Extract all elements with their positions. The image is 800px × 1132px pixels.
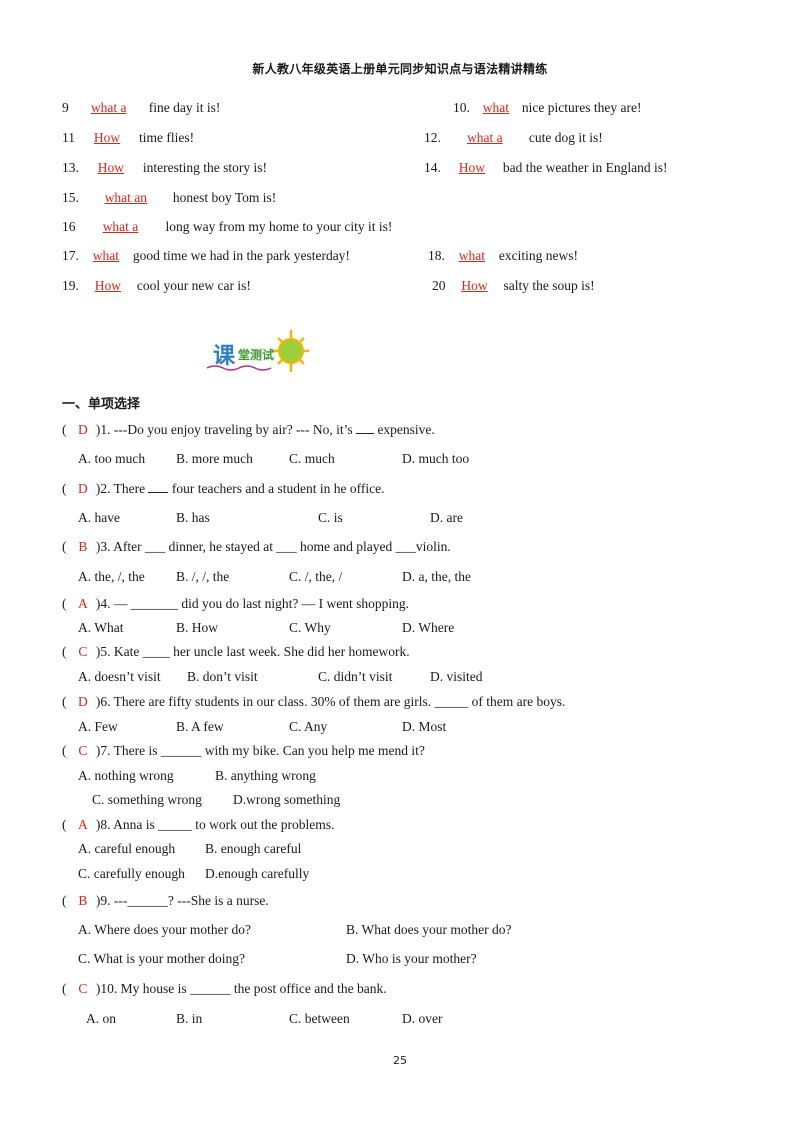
q8-option-b: B. enough careful <box>205 841 302 856</box>
q2-option-a: A. have <box>78 510 120 525</box>
question-2: ( D)2. There four teachers and a student… <box>62 481 385 496</box>
q4-option-a: A. What <box>78 620 124 635</box>
q9-option-d: D. Who is your mother? <box>346 951 477 966</box>
q1-option-a: A. too much <box>78 451 146 466</box>
q2-option-c: C. is <box>318 510 343 525</box>
answer-blank: How <box>97 160 124 175</box>
q10-option-b: B. in <box>176 1011 203 1026</box>
page-number: 25 <box>393 1054 407 1067</box>
answer-letter: A <box>78 596 88 611</box>
q10-option-d: D. over <box>402 1011 443 1026</box>
q3-option-c: C. /, the, / <box>289 569 343 584</box>
answer-letter: D <box>78 481 88 496</box>
classroom-test-logo: 课 堂测试 <box>205 328 315 374</box>
q6-option-b: B. A few <box>176 719 224 734</box>
q3-option-b: B. /, /, the <box>176 569 230 584</box>
q9-option-a: A. Where does your mother do? <box>78 922 251 937</box>
logo-text: 堂测试 <box>238 348 275 362</box>
q3-option-d: D. a, the, the <box>402 569 471 584</box>
section-title: 一、单项选择 <box>62 397 141 412</box>
q4-option-b: B. How <box>176 620 219 635</box>
q1-option-b: B. more much <box>176 451 253 466</box>
q7-option-a: A. nothing wrong <box>78 768 174 783</box>
q4-option-d: D. Where <box>402 620 455 635</box>
question-3: ( B)3. After ___ dinner, he stayed at __… <box>62 539 451 554</box>
q6-option-a: A. Few <box>78 719 118 734</box>
answer-blank: what <box>458 248 485 263</box>
answer-blank: what an <box>104 190 148 205</box>
q2-option-d: D. are <box>430 510 463 525</box>
answer-blank: what <box>92 248 119 263</box>
answer-letter: A <box>78 817 88 832</box>
answer-blank: what a <box>467 130 503 145</box>
q5-option-b: B. don’t visit <box>187 669 258 684</box>
answer-blank: How <box>461 278 488 293</box>
answer-letter: C <box>78 743 88 758</box>
q10-option-a: A. on <box>86 1011 116 1026</box>
answer-letter: B <box>78 539 88 554</box>
answer-blank: How <box>94 278 121 293</box>
q7-option-b: B. anything wrong <box>215 768 316 783</box>
q6-option-c: C. Any <box>289 719 328 734</box>
question-4: ( A)4. — _______ did you do last night? … <box>62 596 409 611</box>
q4-option-c: C. Why <box>289 620 331 635</box>
question-9: ( B)9. ---______? ---She is a nurse. <box>62 893 269 908</box>
answer-letter: C <box>78 981 88 996</box>
q7-option-c: C. something wrong <box>92 792 202 807</box>
q9-option-b: B. What does your mother do? <box>346 922 512 937</box>
q1-option-d: D. much too <box>402 451 470 466</box>
answer-blank: what a <box>102 219 139 234</box>
q8-option-d: D.enough carefully <box>205 866 310 881</box>
q8-option-a: A. careful enough <box>78 841 176 856</box>
answer-letter: B <box>78 893 88 908</box>
answer-letter: D <box>78 422 88 437</box>
q1-option-c: C. much <box>289 451 335 466</box>
q6-option-d: D. Most <box>402 719 447 734</box>
q5-option-a: A. doesn’t visit <box>78 669 161 684</box>
q8-option-c: C. carefully enough <box>78 866 185 881</box>
sun-icon <box>206 330 309 372</box>
answer-letter: D <box>78 694 88 709</box>
page-header: 新人教八年级英语上册单元同步知识点与语法精讲精练 <box>252 62 548 76</box>
q7-option-d: D.wrong something <box>233 792 341 807</box>
q5-option-d: D. visited <box>430 669 483 684</box>
question-7: ( C)7. There is ______ with my bike. Can… <box>62 743 425 758</box>
q10-option-c: C. between <box>289 1011 350 1026</box>
q2-option-b: B. has <box>176 510 210 525</box>
q9-option-c: C. What is your mother doing? <box>78 951 245 966</box>
question-5: ( C)5. Kate ____ her uncle last week. Sh… <box>62 644 410 659</box>
answer-blank: what a <box>90 100 127 115</box>
question-1: ( D)1. ---Do you enjoy traveling by air?… <box>62 422 435 437</box>
answer-blank: How <box>458 160 485 175</box>
q5-option-c: C. didn’t visit <box>318 669 393 684</box>
answer-letter: C <box>78 644 88 659</box>
answer-blank: what <box>482 100 509 115</box>
question-6: ( D)6. There are fifty students in our c… <box>62 694 566 709</box>
question-10: ( C)10. My house is ______ the post offi… <box>62 981 387 996</box>
answer-blank: How <box>93 130 121 145</box>
q3-option-a: A. the, /, the <box>78 569 145 584</box>
question-8: ( A)8. Anna is _____ to work out the pro… <box>62 817 335 832</box>
logo-char: 课 <box>213 344 236 369</box>
